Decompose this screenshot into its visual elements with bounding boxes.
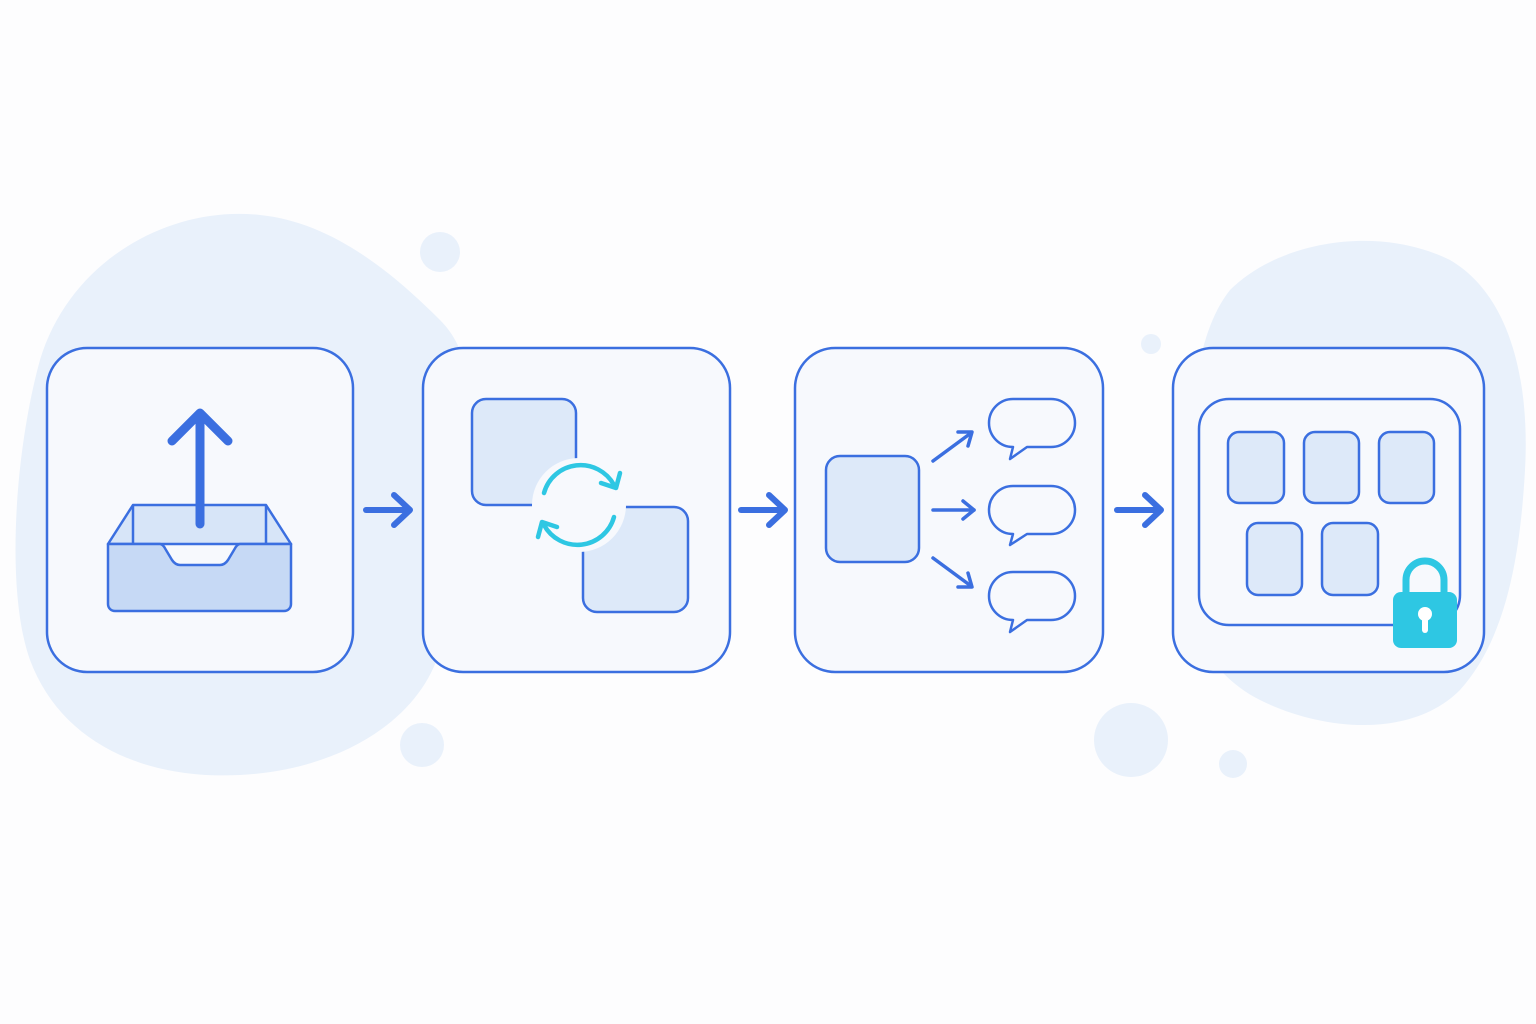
arrow-right-icon — [1114, 492, 1164, 528]
stored-item — [1245, 521, 1304, 597]
sync-icon — [532, 458, 626, 552]
stored-item-grid — [1226, 430, 1436, 597]
stored-item — [1377, 430, 1436, 505]
background-dot — [1141, 334, 1161, 354]
stored-item — [1320, 521, 1380, 597]
background-dot — [400, 723, 444, 767]
lock-icon — [1393, 557, 1457, 648]
step-card-upload — [45, 346, 355, 674]
message-bubble-icon — [987, 397, 1077, 461]
step-card-distribute — [793, 346, 1105, 674]
message-bubble-icon — [987, 570, 1077, 634]
arrow-right-icon — [738, 492, 788, 528]
source-document — [824, 454, 921, 564]
upload-arrow-icon — [167, 408, 233, 529]
step-card-sync — [421, 346, 732, 674]
stored-item — [1226, 430, 1286, 505]
arrow-right-icon — [363, 492, 413, 528]
fan-out-arrows — [931, 430, 976, 589]
background-dot — [1094, 703, 1168, 777]
message-bubble-icon — [987, 484, 1077, 547]
background-dot — [1219, 750, 1247, 778]
step-card-secure-storage — [1171, 346, 1486, 674]
background-dot — [420, 232, 460, 272]
stored-item — [1302, 430, 1361, 505]
